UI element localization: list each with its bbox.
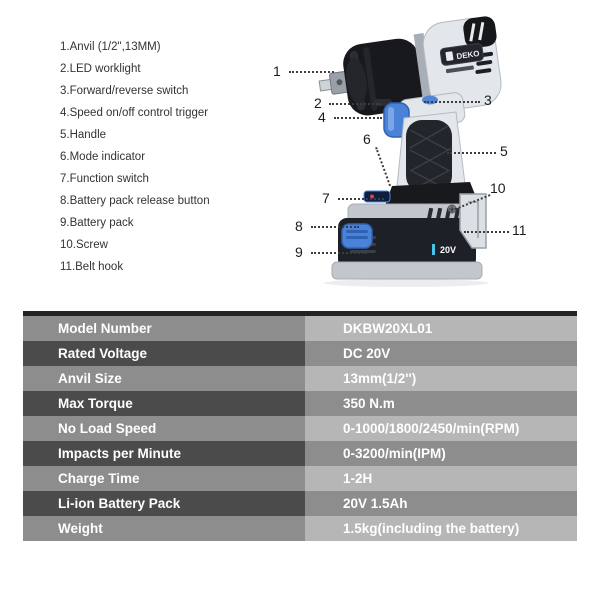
product-figure: DEKO <box>273 16 527 287</box>
housing-vent <box>475 68 492 74</box>
callout-number: 11 <box>512 222 527 238</box>
spec-table-row: Model Number DKBW20XL01 <box>23 316 577 341</box>
spec-value-cell: 1.5kg(including the battery) <box>305 516 577 541</box>
housing-vent <box>476 60 493 66</box>
callout-leader-line <box>424 101 480 103</box>
spec-sticker <box>445 65 474 74</box>
callout-leader-line <box>289 71 334 73</box>
spec-value-cell: 13mm(1/2'') <box>305 366 577 391</box>
spec-value-cell: DKBW20XL01 <box>305 316 577 341</box>
anvil-pin-hole <box>336 79 343 86</box>
battery-accent-mark <box>432 244 435 255</box>
boot-rib <box>363 47 378 111</box>
forward-reverse-switch <box>422 95 438 105</box>
callout-number: 3 <box>484 92 492 108</box>
release-button-ridge <box>346 230 368 233</box>
parts-list: 1.Anvil (1/2",13MM) 2.LED worklight 3.Fo… <box>60 36 210 278</box>
callout-number: 10 <box>490 180 506 196</box>
spec-value-cell: 20V 1.5Ah <box>305 491 577 516</box>
belt-hook <box>459 193 487 249</box>
callout-number: 1 <box>273 63 281 79</box>
spec-value-cell: DC 20V <box>305 341 577 366</box>
parts-list-item: 2.LED worklight <box>60 63 141 75</box>
spec-label-cell: Rated Voltage <box>23 341 305 366</box>
callout-number: 9 <box>295 244 303 260</box>
callout-number: 7 <box>322 190 330 206</box>
spec-table-row: Rated Voltage DC 20V <box>23 341 577 366</box>
spec-label-cell: No Load Speed <box>23 416 305 441</box>
spec-value-cell: 0-1000/1800/2450/min(RPM) <box>305 416 577 441</box>
spec-label-cell: Charge Time <box>23 466 305 491</box>
parts-list-item: 11.Belt hook <box>60 261 124 273</box>
spec-label-cell: Weight <box>23 516 305 541</box>
spec-label-cell: Max Torque <box>23 391 305 416</box>
parts-list-item: 4.Speed on/off control trigger <box>60 107 209 119</box>
parts-list-item: 10.Screw <box>60 239 108 251</box>
spec-table-row: Impacts per Minute 0-3200/min(IPM) <box>23 441 577 466</box>
spec-table-row: Anvil Size 13mm(1/2'') <box>23 366 577 391</box>
callout-number: 2 <box>314 95 322 111</box>
belt-hook-slot <box>468 201 479 238</box>
parts-list-item: 1.Anvil (1/2",13MM) <box>60 41 161 53</box>
parts-list-item: 5.Handle <box>60 129 107 141</box>
callout-leader-line <box>464 231 509 233</box>
callout-leader-line <box>338 198 384 200</box>
callout-leader-line <box>311 252 367 254</box>
battery-base <box>331 261 483 280</box>
spec-table-row: Weight 1.5kg(including the battery) <box>23 516 577 541</box>
screw-cross <box>449 206 455 212</box>
parts-list-item: 8.Battery pack release button <box>60 195 210 207</box>
parts-list-item: 9.Battery pack <box>60 217 134 229</box>
callout-number: 8 <box>295 218 303 234</box>
callout-leader-line <box>329 103 381 105</box>
trigger-highlight <box>388 107 394 131</box>
parts-list-item: 6.Mode indicator <box>60 151 146 163</box>
deko-crown-icon <box>445 51 454 61</box>
deko-brand-text: DEKO <box>456 49 480 61</box>
spec-table-top-bar <box>23 311 577 316</box>
rear-cap-stripe <box>478 22 485 41</box>
spec-table-rows: Model Number DKBW20XL01 Rated Voltage DC… <box>23 316 577 541</box>
battery-voltage-text: 20V <box>440 245 456 255</box>
callout-number: 6 <box>363 131 371 147</box>
parts-list-item: 7.Function switch <box>60 173 149 185</box>
callout-leader-line <box>334 117 382 119</box>
spec-value-cell: 350 N.m <box>305 391 577 416</box>
spec-table: Model Number DKBW20XL01 Rated Voltage DC… <box>23 311 577 541</box>
parts-list-item: 3.Forward/reverse switch <box>60 85 189 97</box>
callout-number: 4 <box>318 109 326 125</box>
impact-wrench-illustration: DEKO <box>318 16 502 287</box>
tool-shadow <box>324 279 488 287</box>
grip-knurling <box>409 125 453 189</box>
spec-label-cell: Impacts per Minute <box>23 441 305 466</box>
spec-value-cell: 0-3200/min(IPM) <box>305 441 577 466</box>
callout-leader-line <box>311 226 359 228</box>
spec-table-row: Li-ion Battery Pack 20V 1.5Ah <box>23 491 577 516</box>
collar-ring <box>413 33 435 110</box>
release-button-ridge <box>346 236 368 239</box>
spec-label-cell: Li-ion Battery Pack <box>23 491 305 516</box>
spec-table-row: No Load Speed 0-1000/1800/2450/min(RPM) <box>23 416 577 441</box>
tool-head: DEKO <box>318 16 502 116</box>
callout-number: 5 <box>500 143 508 159</box>
spec-label-cell: Anvil Size <box>23 366 305 391</box>
spec-table-row: Charge Time 1-2H <box>23 466 577 491</box>
spec-label-cell: Model Number <box>23 316 305 341</box>
callout-leader-line <box>447 152 496 154</box>
mode-indicator-led <box>370 194 374 199</box>
boot-front-face <box>346 58 367 104</box>
mode-indicator <box>363 190 391 203</box>
spec-table-row: Max Torque 350 N.m <box>23 391 577 416</box>
spec-value-cell: 1-2H <box>305 466 577 491</box>
rear-cap-stripe <box>469 23 476 42</box>
